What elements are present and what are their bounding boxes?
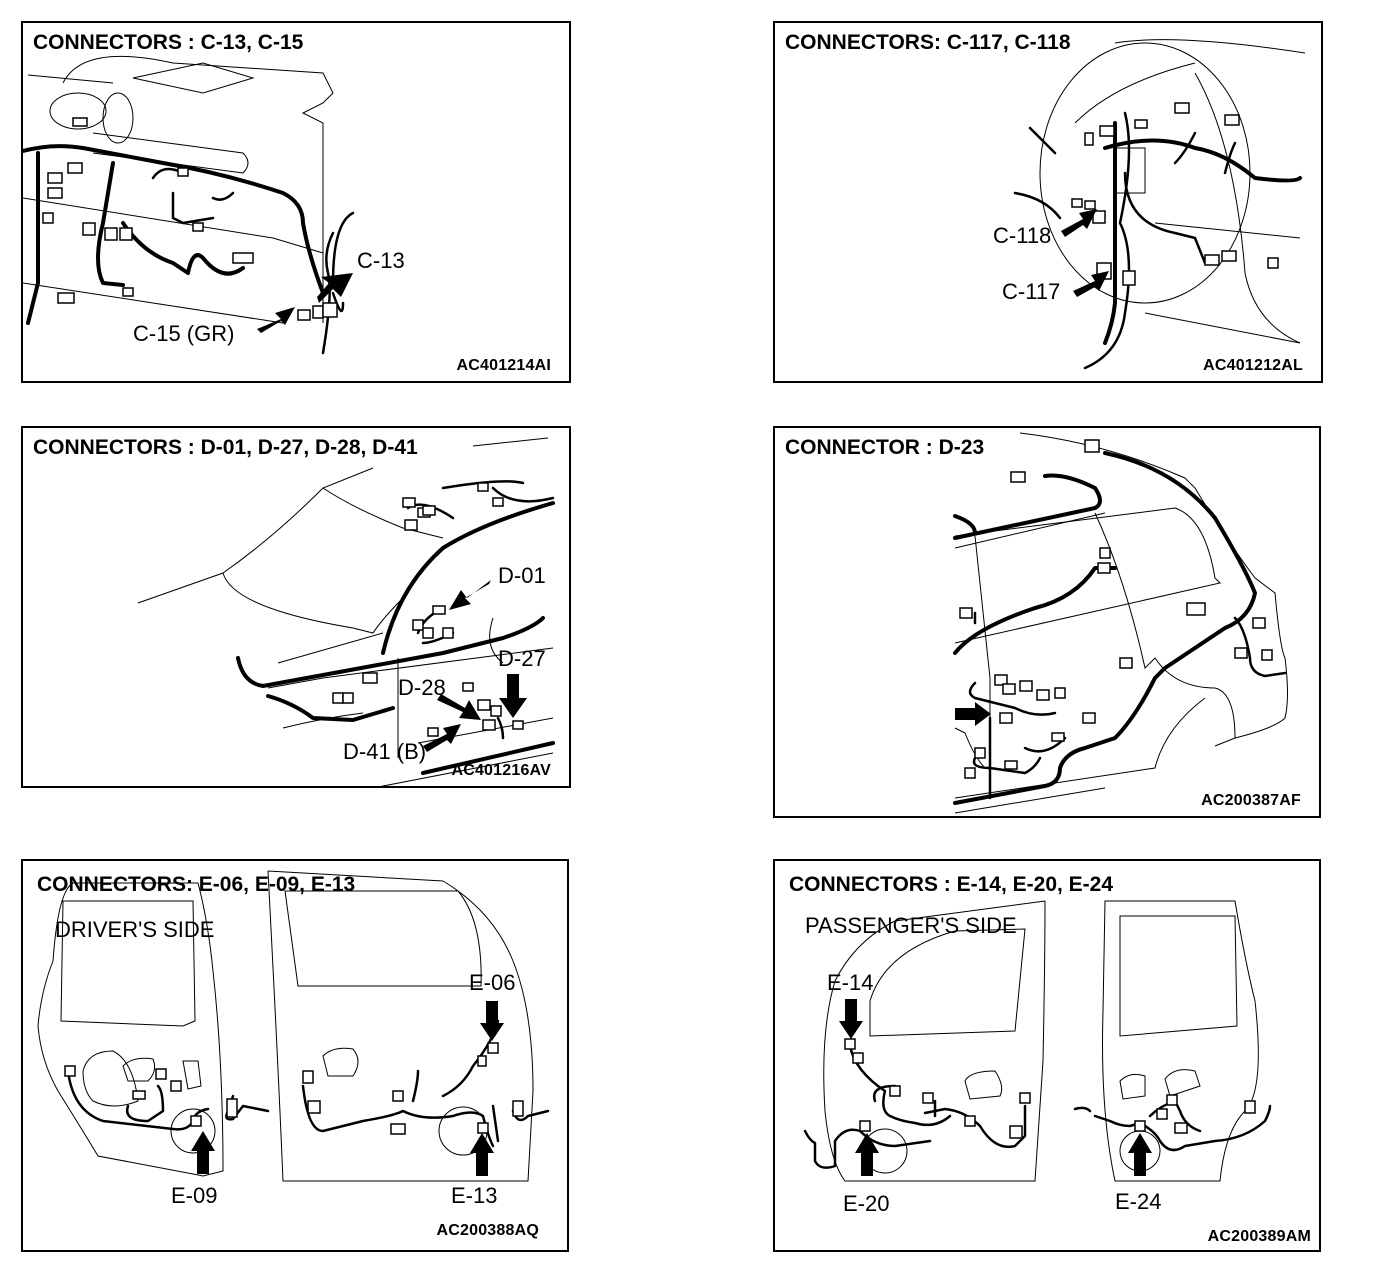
d28-connector <box>477 699 491 711</box>
rear-quarter-harness-drawing <box>953 432 1288 814</box>
figure-code: AC200388AQ <box>436 1222 539 1239</box>
callout-label: C-117 <box>1002 279 1061 304</box>
panel-title: CONNECTORS : D-01, D-27, D-28, D-41 <box>33 436 418 459</box>
diagram-panel-c13-c15: CONNECTORS : C-13, C-15 C-13 C-15 (GR) A… <box>21 21 571 383</box>
callout-label: E-06 <box>469 970 516 995</box>
e14-arrow-icon <box>839 999 863 1039</box>
d28-arrow-icon <box>437 694 481 720</box>
figure-code: AC200389AM <box>1207 1228 1311 1245</box>
e06-arrow-icon <box>480 1001 504 1041</box>
c13-arrow-icon <box>317 273 353 303</box>
c15-connector <box>297 309 311 321</box>
panel-title: CONNECTORS : E-14, E-20, E-24 <box>789 873 1114 896</box>
d27-arrow-icon <box>499 674 527 718</box>
e09-connector <box>190 1115 202 1127</box>
d41-connector <box>482 719 496 731</box>
front-pillar-harness-drawing <box>137 437 555 786</box>
figure-code: AC401214AI <box>456 357 551 374</box>
callout-label: D-01 <box>498 563 546 588</box>
callout-label: E-09 <box>171 1183 218 1208</box>
diagram-panel-d01-d41: CONNECTORS : D-01, D-27, D-28, D-41 D-01… <box>21 426 571 788</box>
d01-arrow-icon <box>449 580 491 610</box>
callout-label: C-118 <box>993 223 1052 248</box>
callout-label: E-24 <box>1115 1189 1162 1214</box>
diagram-panel-e06-e13: CONNECTORS: E-06, E-09, E-13 DRIVER'S SI… <box>21 859 569 1252</box>
c13-connector <box>322 302 338 318</box>
figure-code: AC401216AV <box>451 762 551 779</box>
e13-arrow-icon <box>470 1133 494 1176</box>
callout-label: C-13 <box>357 248 405 273</box>
panel-title: CONNECTORS: C-117, C-118 <box>785 31 1071 54</box>
panel-subtitle: DRIVER'S SIDE <box>55 917 215 942</box>
panel-subtitle: PASSENGER'S SIDE <box>805 913 1017 938</box>
e13-connector <box>477 1122 489 1134</box>
e06-connector <box>487 1042 499 1054</box>
dashboard-harness-drawing <box>23 55 355 355</box>
callout-label: E-13 <box>451 1183 498 1208</box>
callout-label: D-28 <box>398 675 446 700</box>
c118-arrow-icon <box>1061 209 1097 237</box>
e20-connector <box>859 1120 871 1132</box>
figure-code: AC200387AF <box>1201 792 1301 809</box>
c117-arrow-icon <box>1073 271 1109 297</box>
callout-label: D-41 (B) <box>343 739 427 764</box>
e24-connector <box>1134 1120 1146 1132</box>
d27-connector <box>512 720 524 730</box>
d23-connector <box>999 712 1013 724</box>
diagram-panel-d23: CONNECTOR : D-23 AC200387AF <box>773 426 1321 818</box>
callout-label: E-14 <box>827 970 874 995</box>
diagram-panel-e14-e24: CONNECTORS : E-14, E-20, E-24 PASSENGER'… <box>773 859 1321 1252</box>
d01-connector <box>432 605 446 615</box>
e09-arrow-icon <box>191 1131 215 1174</box>
callout-label: C-15 (GR) <box>133 321 235 346</box>
diagram-panel-c117-c118: CONNECTORS: C-117, C-118 C-118 C-117 AC4… <box>773 21 1323 383</box>
d41-arrow-icon <box>423 724 461 752</box>
c15-arrow-icon <box>257 307 295 333</box>
panel-title: CONNECTORS : C-13, C-15 <box>33 31 304 54</box>
e20-arrow-icon <box>855 1133 879 1176</box>
callout-label: D-27 <box>498 646 546 671</box>
callout-label: E-20 <box>843 1191 890 1216</box>
figure-code: AC401212AL <box>1203 357 1303 374</box>
e14-connector <box>844 1038 856 1050</box>
e24-arrow-icon <box>1128 1133 1152 1176</box>
steering-column-harness-drawing <box>1013 39 1306 370</box>
panel-title: CONNECTORS: E-06, E-09, E-13 <box>37 873 356 896</box>
passenger-doors-harness-drawing <box>803 900 1272 1182</box>
driver-doors-harness-drawing <box>37 870 550 1182</box>
d23-arrow-icon <box>955 702 991 726</box>
panel-title: CONNECTOR : D-23 <box>785 436 985 459</box>
